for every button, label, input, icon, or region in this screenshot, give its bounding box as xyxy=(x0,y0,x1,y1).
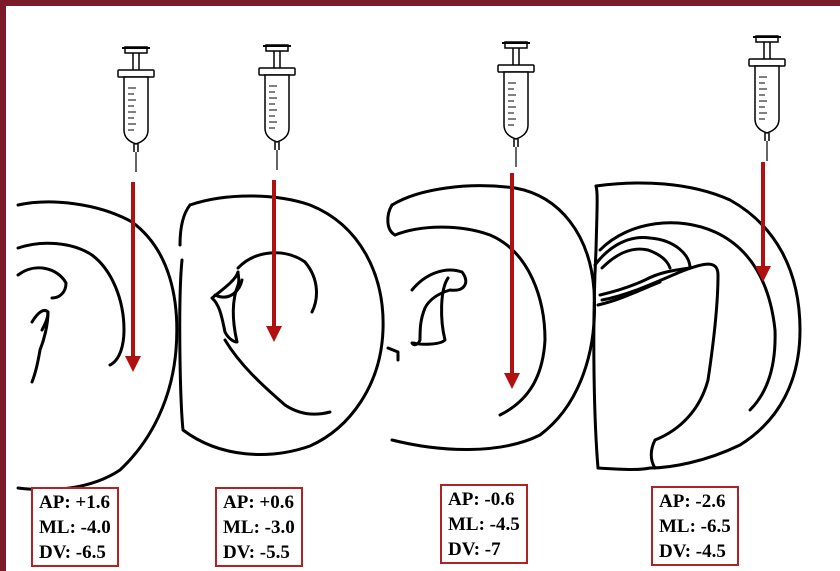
injection-arrow-1 xyxy=(125,182,141,372)
coordinates-box-1: AP: +1.6 ML: -4.0 DV: -6.5 xyxy=(31,487,119,567)
ap-coordinate: AP: -2.6 xyxy=(659,489,731,514)
ap-coordinate: AP: +1.6 xyxy=(39,490,111,515)
dv-coordinate: DV: -6.5 xyxy=(39,540,111,565)
syringe-icon xyxy=(749,36,785,161)
coordinates-box-3: AP: -0.6 ML: -4.5 DV: -7 xyxy=(440,484,528,564)
ml-coordinate: ML: -3.0 xyxy=(223,515,295,540)
syringe-icon xyxy=(118,47,154,172)
brain-section-2 xyxy=(180,196,383,454)
dv-coordinate: DV: -4.5 xyxy=(659,539,731,564)
syringe-icon xyxy=(259,45,295,170)
coordinates-box-2: AP: +0.6 ML: -3.0 DV: -5.5 xyxy=(215,487,303,567)
injection-arrow-3 xyxy=(504,173,520,389)
coordinates-box-4: AP: -2.6 ML: -6.5 DV: -4.5 xyxy=(651,486,739,566)
ap-coordinate: AP: +0.6 xyxy=(223,490,295,515)
brain-section-4 xyxy=(594,183,800,470)
dv-coordinate: DV: -5.5 xyxy=(223,540,295,565)
brain-section-1 xyxy=(18,202,177,490)
syringe-icon xyxy=(498,42,534,167)
dv-coordinate: DV: -7 xyxy=(448,537,520,562)
ml-coordinate: ML: -4.5 xyxy=(448,512,520,537)
injection-arrow-2 xyxy=(266,180,282,342)
brain-section-3 xyxy=(388,186,595,450)
ap-coordinate: AP: -0.6 xyxy=(448,487,520,512)
ml-coordinate: ML: -6.5 xyxy=(659,514,731,539)
ml-coordinate: ML: -4.0 xyxy=(39,515,111,540)
